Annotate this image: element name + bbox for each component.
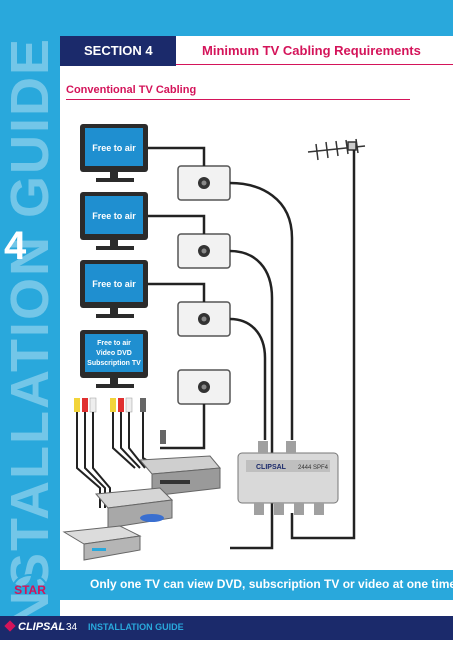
wall-plate-4 [177,369,231,405]
subheading-rule [66,99,410,100]
dvd-player [94,487,174,529]
tv-3: Free to air [80,260,148,318]
tv-2-label: Free to air [92,211,136,221]
cabling-diagram: Free to air Free to air Free to air Free… [62,124,366,561]
top-banner [0,0,453,36]
section-header: SECTION 4 Minimum TV Cabling Requirement… [60,36,453,66]
subheading: Conventional TV Cabling [66,84,197,96]
section-title: Minimum TV Cabling Requirements [202,43,421,58]
tv-leads [147,146,206,302]
backbone-cables [160,150,356,550]
splitter: CLIPSAL 2444 SPF4 [237,441,339,515]
tv-4: Free to air Video DVD Subscription TV [80,330,148,388]
chapter-number: 4 [4,224,27,268]
section-rule [176,64,453,65]
footer: CLIPSAL 34 INSTALLATION GUIDE [0,616,453,640]
tv-4-label-line3: Subscription TV [87,360,141,367]
tv-2: Free to air [80,192,148,250]
splitter-brand: CLIPSAL [256,464,287,471]
footer-brand: CLIPSAL [4,620,66,633]
note-text: Only one TV can view DVD, subscription T… [90,577,453,591]
wall-plate-1 [177,165,231,201]
section-label: SECTION 4 [84,43,153,58]
wall-plate-3 [177,301,231,337]
tv-4-label-line2: Video DVD [96,350,132,357]
sidebar: INSTALLATION GUIDE 4 [0,36,60,647]
star-logo: STAR [13,574,47,597]
footer-label: INSTALLATION GUIDE [88,622,184,632]
tv-1: Free to air [80,124,148,182]
wall-plate-2 [177,233,231,269]
star-logo-text: STAR [14,583,46,597]
set-top-box [62,525,142,561]
vertical-title: INSTALLATION GUIDE [0,37,60,647]
tv-1-label: Free to air [92,143,136,153]
clipsal-logo-icon [4,620,16,632]
note-band: Only one TV can view DVD, subscription T… [60,570,453,600]
splitter-model: 2444 SPF4 [298,465,329,471]
tv-3-label: Free to air [92,279,136,289]
section-label-box: SECTION 4 [60,36,176,66]
page-number: 34 [66,622,78,633]
footer-brand-text: CLIPSAL [18,621,66,633]
vcr [138,455,221,497]
tv-4-label-line1: Free to air [97,340,131,347]
antenna [307,138,366,161]
